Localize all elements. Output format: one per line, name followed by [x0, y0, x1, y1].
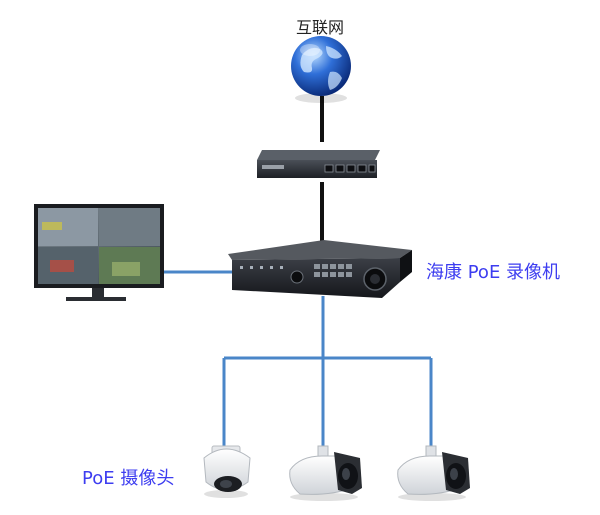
nvr-label: 海康 PoE 录像机: [426, 262, 561, 283]
globe-icon: [291, 36, 351, 103]
router-icon: [257, 150, 380, 178]
poe-lines: [163, 270, 433, 452]
bullet-camera-icon-2: [397, 445, 470, 501]
monitor-icon: [34, 204, 164, 301]
bullet-camera-icon-1: [289, 445, 362, 501]
camera-label: PoE 摄像头: [82, 468, 175, 489]
nvr-icon: [228, 240, 412, 298]
internet-label: 互联网: [295, 18, 344, 37]
dome-camera-icon: [203, 445, 251, 498]
